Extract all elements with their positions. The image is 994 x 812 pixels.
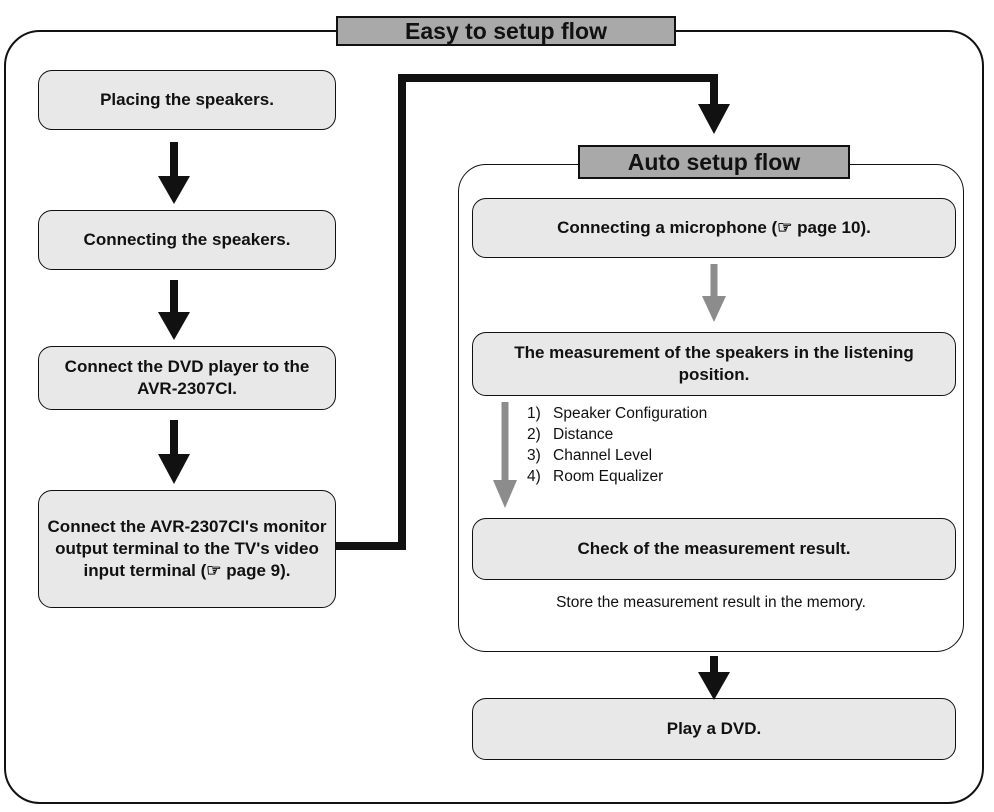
auto-setup-flow-title: Auto setup flow [578,145,850,179]
step-connect-monitor: Connect the AVR-2307CI's monitor output … [38,490,336,608]
auto-setup-flow-title-text: Auto setup flow [627,149,801,175]
step-connect-microphone-text: Connecting a microphone (☞ page 10). [557,217,871,237]
arrow-down-icon [158,280,190,340]
arrow-down-icon [158,142,190,204]
step-check-result: Check of the measurement result. [472,518,956,580]
step-placing-speakers-text: Placing the speakers. [100,89,274,109]
gray-arrow-down-icon [493,402,517,508]
measurement-item: 3) Channel Level [527,446,707,467]
measurement-item-number: 4) [527,467,541,485]
measurement-item-label: Room Equalizer [553,467,664,485]
measurement-item: 4) Room Equalizer [527,467,707,488]
connector-arrow-icon [336,74,730,550]
step-check-result-text: Check of the measurement result. [577,538,851,558]
step-connect-monitor-text: Connect the AVR-2307CI's monitor output … [47,516,327,581]
step-connecting-speakers-text: Connecting the speakers. [83,229,291,249]
measurement-item-number: 2) [527,425,541,443]
measurement-item-list: 1) Speaker Configuration 2) Distance 3) Cha… [527,404,707,488]
measurement-item: 2) Distance [527,425,707,446]
measurement-item-number: 3) [527,446,541,464]
step-connecting-speakers: Connecting the speakers. [38,210,336,270]
gray-arrow-down-icon [702,264,726,322]
measurement-item: 1) Speaker Configuration [527,404,707,425]
step-play-dvd-text: Play a DVD. [666,718,762,738]
easy-setup-flow-title-text: Easy to setup flow [405,18,607,44]
store-result-note: Store the measurement result in the memo… [556,594,866,611]
step-measurement-text: The measurement of the speakers in the l… [514,342,914,384]
measurement-item-label: Speaker Configuration [553,405,708,422]
step-measurement: The measurement of the speakers in the l… [472,332,956,396]
measurement-item-label: Channel Level [553,446,653,464]
step-connect-dvd-text: Connect the DVD player to the AVR-2307CI… [64,356,310,398]
step-placing-speakers: Placing the speakers. [38,70,336,130]
arrow-down-icon [158,420,190,484]
step-connect-microphone: Connecting a microphone (☞ page 10). [472,198,956,258]
step-play-dvd: Play a DVD. [472,698,956,760]
measurement-item-number: 1) [527,405,541,422]
arrow-down-icon [698,656,730,700]
measurement-item-label: Distance [553,425,614,443]
step-connect-dvd: Connect the DVD player to the AVR-2307CI… [38,346,336,410]
easy-setup-flow-title: Easy to setup flow [336,16,676,46]
